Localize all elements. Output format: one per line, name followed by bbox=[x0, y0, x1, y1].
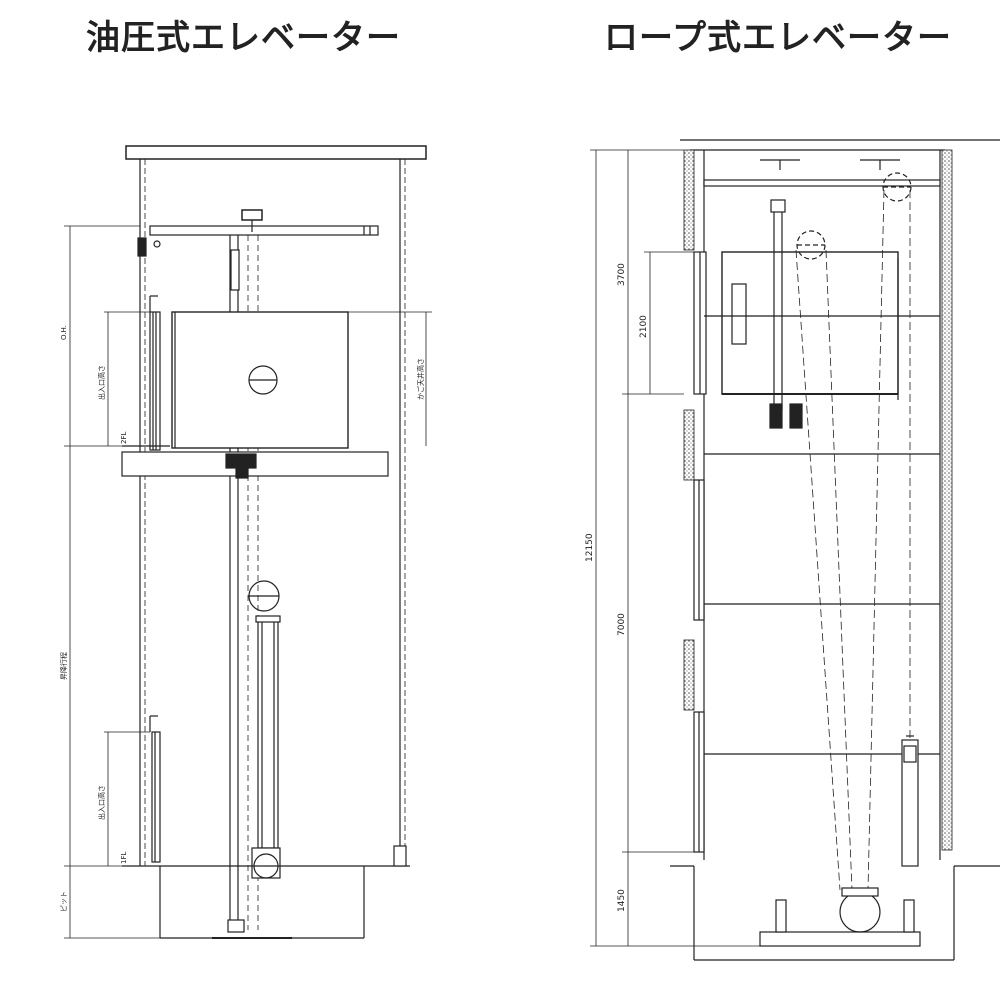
hydraulic-elevator-title: 油圧式エレベーター bbox=[86, 18, 401, 58]
hydraulic-travel-label: 昇降行程 bbox=[59, 652, 68, 680]
hydraulic-overhead-label: O.H. bbox=[60, 325, 68, 340]
hydraulic-pit-label: ピット bbox=[60, 891, 68, 912]
hydraulic-1fl-label: 1FL bbox=[120, 852, 128, 864]
rope-total-dimension: 12150 bbox=[585, 533, 595, 562]
hydraulic-upper-entrance-label: 出入口高さ bbox=[97, 365, 106, 400]
hydraulic-elevator-drawing bbox=[64, 145, 432, 939]
hydraulic-lower-entrance-label: 出入口高さ bbox=[97, 785, 106, 820]
rope-elevator-title: ロープ式エレベーター bbox=[604, 18, 952, 58]
rope-car-height-dimension: 2100 bbox=[639, 315, 649, 338]
rope-pit-dimension: 1450 bbox=[617, 889, 627, 912]
rope-travel-dimension: 7000 bbox=[617, 613, 627, 636]
hydraulic-car-ceiling-label: かご天井高さ bbox=[416, 358, 425, 400]
rope-elevator-drawing bbox=[590, 139, 1000, 961]
hydraulic-2fl-label: 2FL bbox=[120, 432, 128, 444]
rope-overhead-dimension: 3700 bbox=[617, 263, 627, 286]
